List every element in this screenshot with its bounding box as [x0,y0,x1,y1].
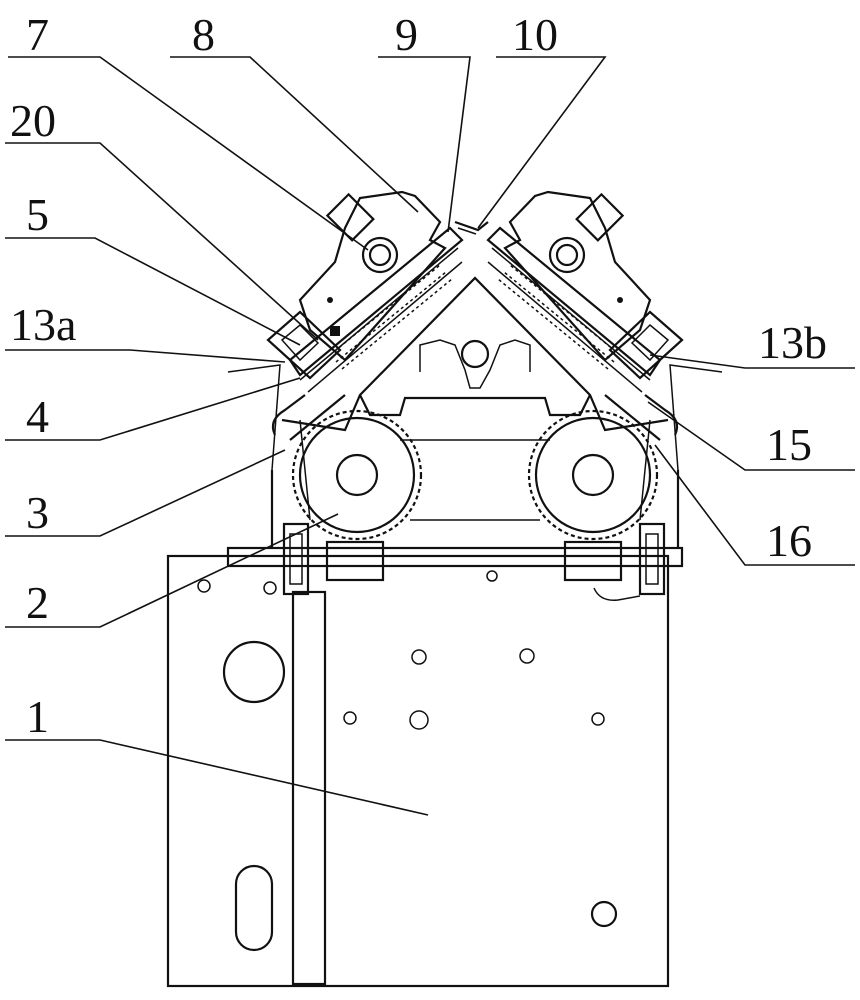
label-3: 3 [26,487,49,538]
label-13b: 13b [758,317,827,368]
label-13a: 13a [10,299,76,350]
label-15: 15 [766,419,812,470]
label-9: 9 [395,9,418,60]
left-head [266,190,464,441]
label-10: 10 [512,9,558,60]
shaft-assembly [226,522,684,596]
film-strips [454,220,489,235]
leader-lines [5,56,855,816]
label-5: 5 [26,189,49,240]
housing-frame [227,276,723,548]
base-plate [166,554,670,988]
left-gear [291,409,423,541]
label-1: 1 [26,691,49,742]
callout-labels: 7 8 9 10 20 5 13a 13b 4 15 3 16 2 1 [10,9,827,742]
label-2: 2 [26,577,49,628]
label-8: 8 [192,9,215,60]
right-head [486,190,684,441]
label-7: 7 [26,9,49,60]
label-4: 4 [26,391,49,442]
right-gear [527,409,659,541]
label-20: 20 [10,95,56,146]
label-16: 16 [766,515,812,566]
